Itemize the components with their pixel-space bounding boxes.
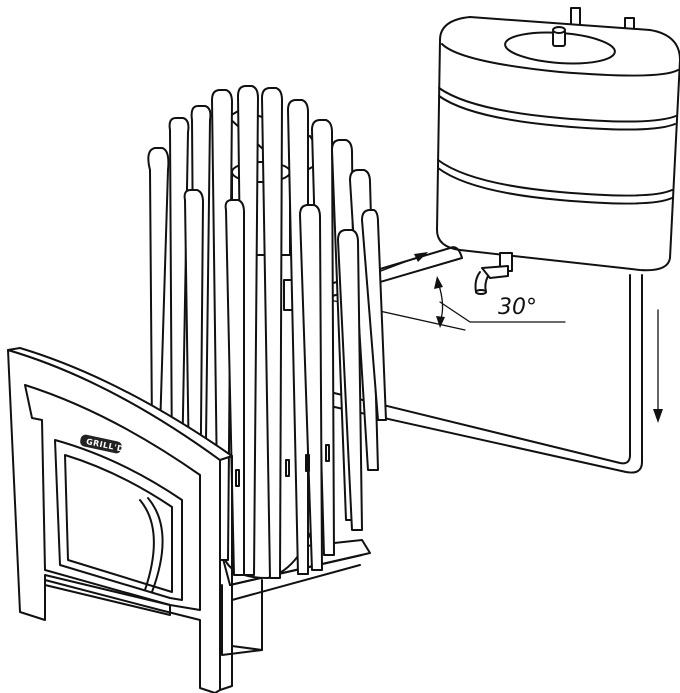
tank-bands (437, 87, 677, 205)
tank-body (436, 16, 680, 272)
water-tank (436, 7, 680, 295)
return-pipe (329, 274, 643, 474)
bar-slots (235, 444, 330, 487)
angle-annotation: 30° (329, 276, 566, 331)
firebox-window (54, 439, 183, 601)
grill-bars (147, 85, 387, 579)
door-handle (139, 499, 155, 591)
flow-arrows (377, 252, 663, 423)
stove-heater: GRILL'D (7, 85, 387, 693)
firebox-front-frame: GRILL'D (7, 347, 233, 693)
lid-knob (552, 26, 566, 47)
logo-plate (80, 434, 122, 454)
drain-tap (474, 252, 513, 295)
angle-label: 30° (498, 295, 537, 320)
